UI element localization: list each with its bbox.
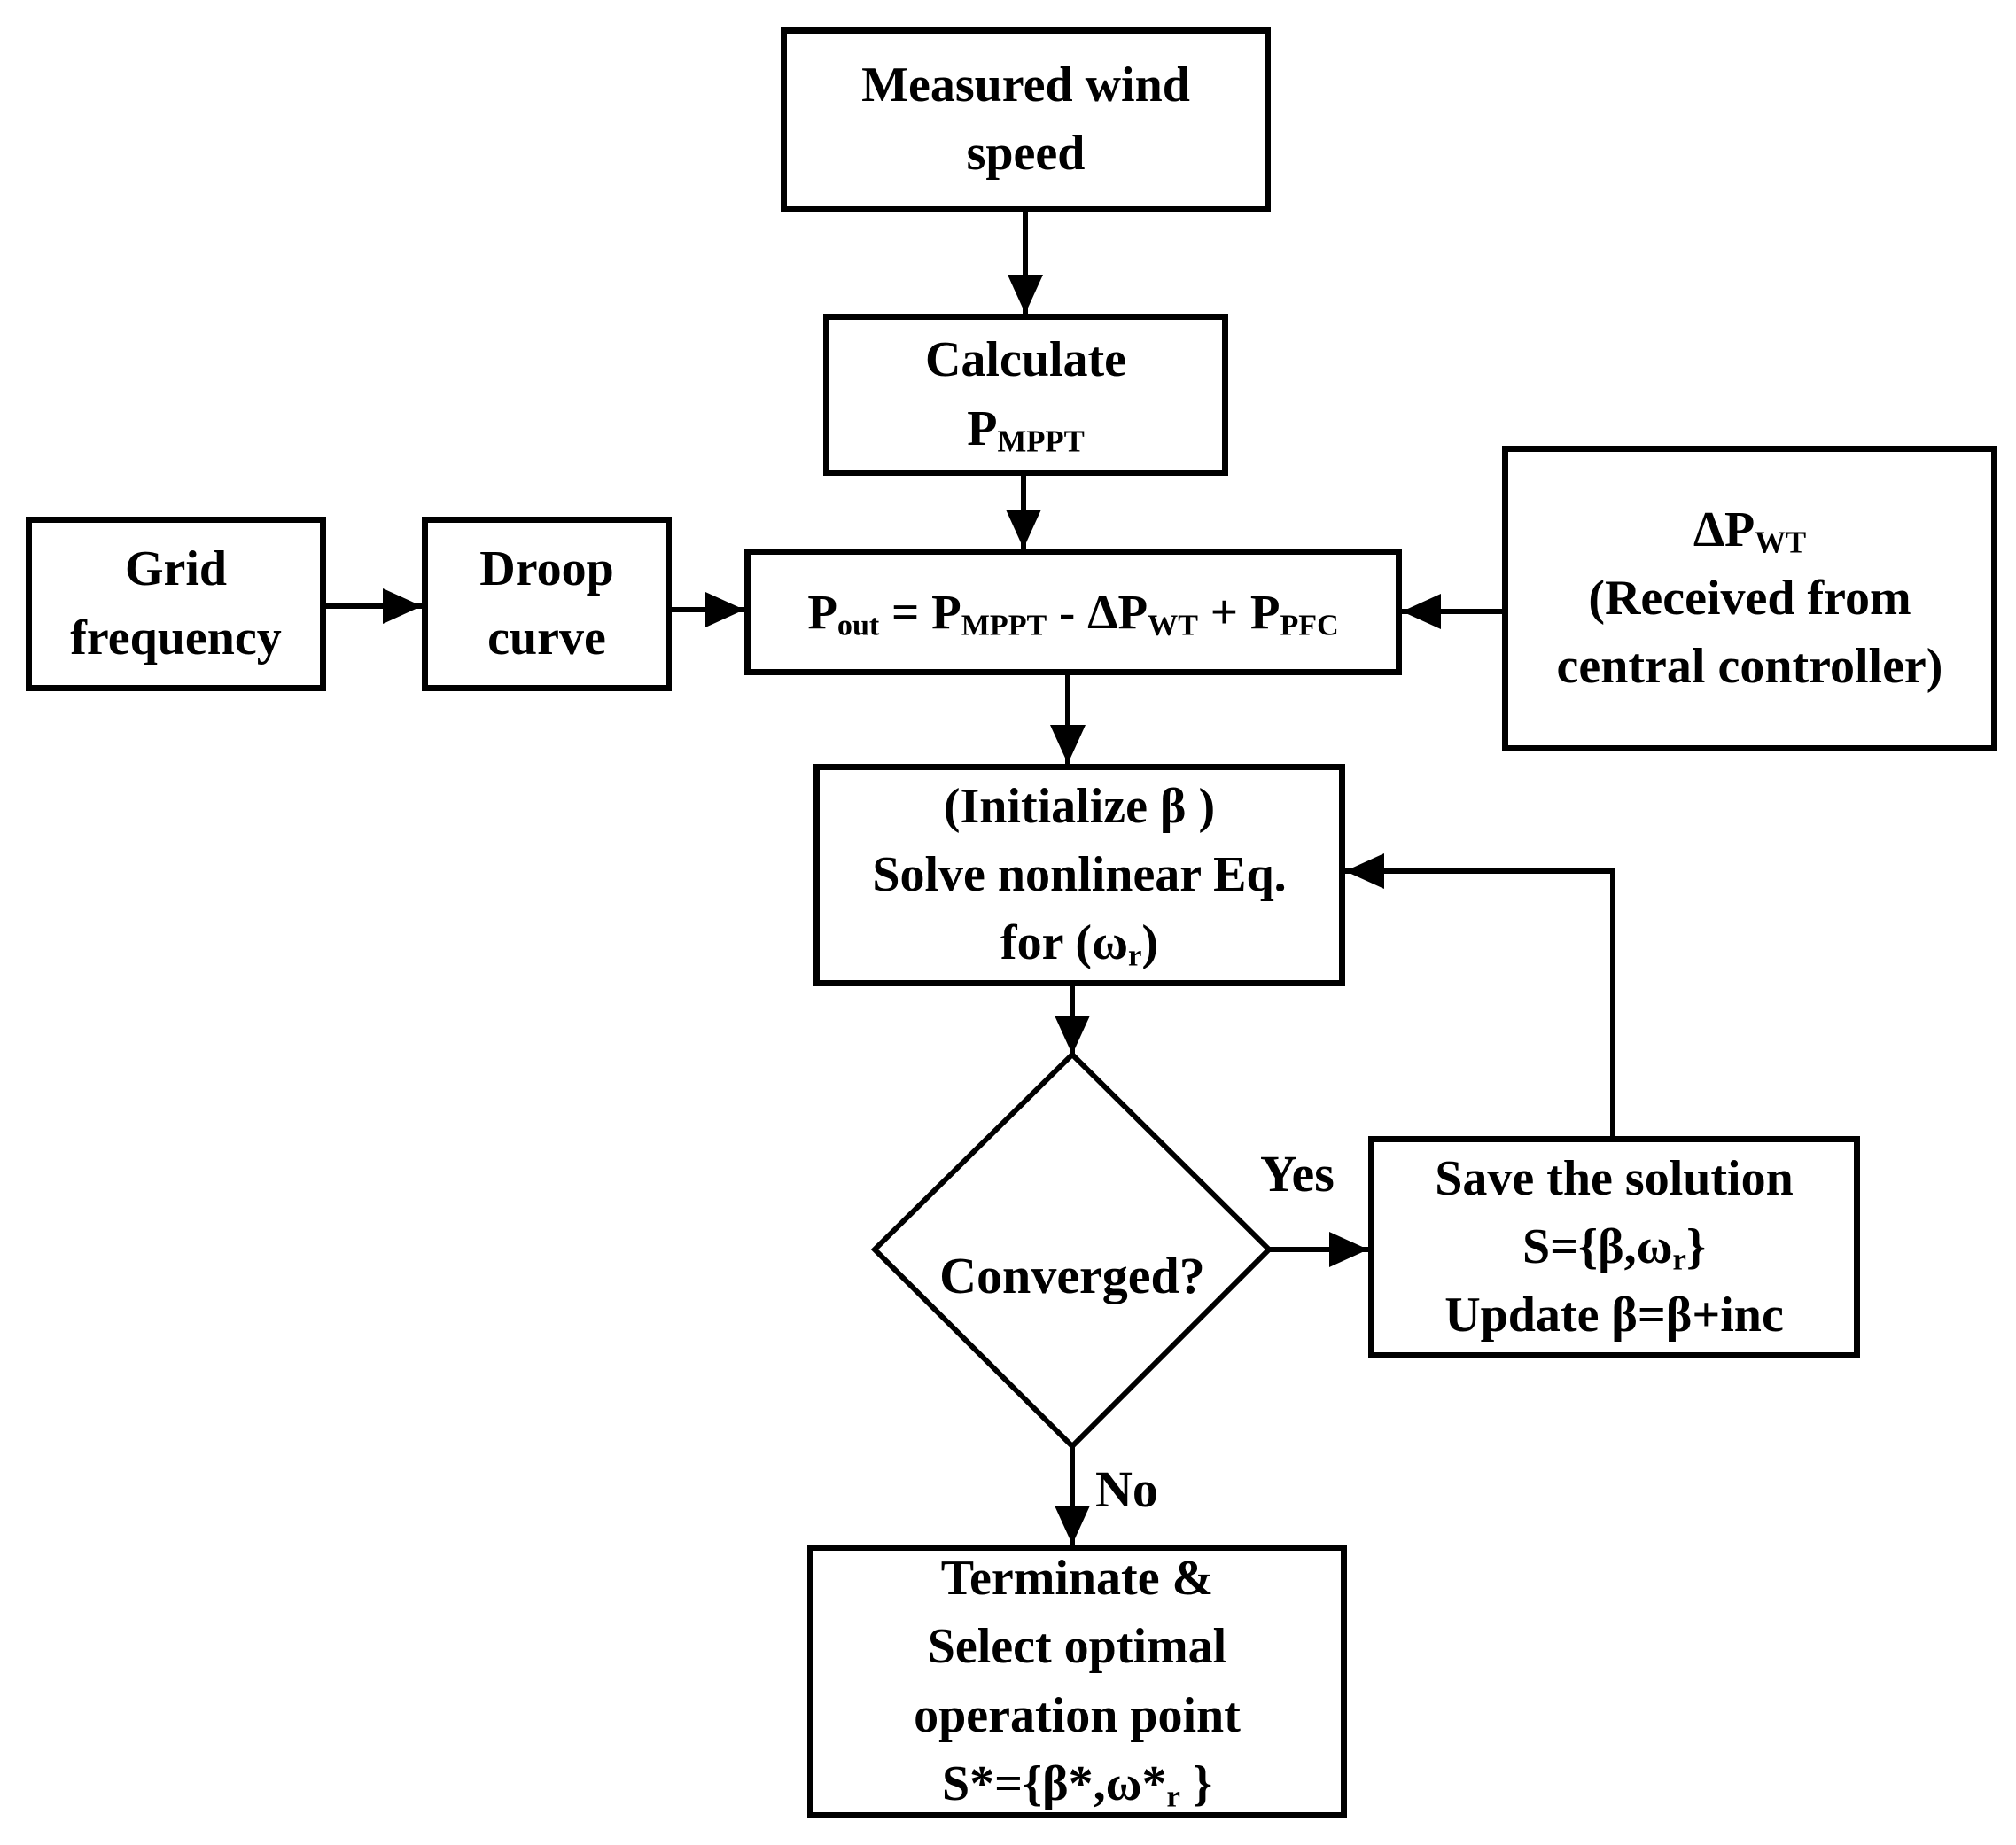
arrowhead-pout-to-solve: [1050, 725, 1086, 764]
box-grid-frequency: Grid frequency: [26, 517, 326, 691]
edge-label-yes: Yes: [1260, 1145, 1335, 1203]
measured-line1: Measured wind: [861, 57, 1190, 113]
converged-label: Converged?: [939, 1247, 1205, 1304]
solve-line3-a: for (ω: [1000, 915, 1128, 971]
pout-p2: P: [931, 584, 961, 639]
arrowhead-dpwt-to-pout: [1402, 594, 1441, 629]
save-line2-sub: r: [1672, 1242, 1686, 1277]
box-terminate: Terminate & Select optimal operation poi…: [807, 1545, 1347, 1818]
solve-line3-b: ): [1141, 915, 1159, 971]
dpwt-line2: (Received from: [1588, 570, 1911, 626]
box-solve-nonlinear: (Initialize β ) Solve nonlinear Eq. for …: [813, 764, 1345, 986]
save-line3: Update β=β+inc: [1444, 1288, 1784, 1343]
solve-line2: Solve nonlinear Eq.: [872, 846, 1287, 902]
box-delta-pwt: ΔPWT (Received from central controller): [1502, 446, 1997, 751]
save-line2: S={β,ωr}: [1522, 1213, 1706, 1281]
pout-p4: P: [1249, 584, 1280, 639]
box-measured-wind-speed: Measured wind speed: [781, 27, 1271, 212]
dpwt-formula-base: ΔP: [1693, 502, 1755, 557]
pout-plus: +: [1197, 584, 1250, 639]
terminate-line4-b: }: [1179, 1755, 1213, 1811]
terminate-line1: Terminate &: [940, 1550, 1214, 1606]
dpwt-line3: central controller): [1556, 639, 1943, 695]
box-pout-equation: Pout = PMPPT - ΔPWT + PPFC: [744, 549, 1402, 675]
box-droop-curve: Droop curve: [422, 517, 672, 691]
arrowhead-yes-to-save: [1329, 1232, 1368, 1267]
pout-minus: -: [1047, 584, 1088, 639]
pout-formula: Pout = PMPPT - ΔPWT + PPFC: [807, 579, 1338, 646]
measured-line2: speed: [966, 126, 1086, 181]
calculate-line1: Calculate: [924, 332, 1127, 388]
calculate-formula: PMPPT: [967, 395, 1085, 463]
dpwt-formula: ΔPWT: [1693, 496, 1806, 564]
droop-line1: Droop: [479, 541, 614, 597]
solve-line1: (Initialize β ): [943, 778, 1216, 834]
arrowhead-measured-to-calculate: [1008, 275, 1043, 314]
solve-line3-sub: r: [1128, 938, 1142, 973]
terminate-line2: Select optimal: [927, 1619, 1227, 1675]
terminate-line4: S*={β*,ω*r }: [942, 1750, 1212, 1818]
terminate-line3: operation point: [914, 1687, 1241, 1743]
droop-line2: curve: [487, 610, 606, 666]
save-line1: Save the solution: [1435, 1150, 1794, 1206]
arrowhead-solve-to-converged: [1055, 1016, 1090, 1055]
pout-p3-sub: WT: [1148, 609, 1198, 642]
terminate-line4-sub: r: [1166, 1779, 1180, 1814]
terminate-line4-a: S*={β*,ω*: [941, 1755, 1167, 1811]
arrow-save-feedback-to-solve: [1345, 868, 1615, 1136]
save-line2-b: }: [1685, 1218, 1707, 1274]
save-line2-a: S={β,ω: [1522, 1218, 1673, 1274]
arrowhead-droop-to-pout: [705, 592, 744, 627]
dpwt-formula-sub: WT: [1755, 525, 1807, 560]
arrowhead-calculate-to-pout: [1006, 510, 1041, 549]
box-calculate-pmppt: Calculate PMPPT: [823, 314, 1228, 476]
solve-line3: for (ωr): [1000, 909, 1158, 977]
pout-p1-sub: out: [837, 609, 880, 642]
edge-label-no: No: [1095, 1460, 1158, 1518]
grid-line2: frequency: [70, 610, 282, 666]
pout-p3: ΔP: [1087, 584, 1148, 639]
pout-p2-sub: MPPT: [961, 609, 1047, 642]
pout-eq: =: [879, 584, 932, 639]
box-save-solution: Save the solution S={β,ωr} Update β=β+in…: [1368, 1136, 1860, 1358]
pout-p1: P: [807, 584, 837, 639]
calculate-formula-base: P: [967, 401, 998, 456]
calculate-formula-sub: MPPT: [997, 424, 1085, 459]
pout-p4-sub: PFC: [1280, 609, 1339, 642]
grid-line1: Grid: [124, 541, 228, 597]
arrowhead-no-to-terminate: [1055, 1506, 1090, 1545]
arrowhead-save-feedback-to-solve: [1345, 853, 1384, 889]
arrowhead-grid-to-droop: [383, 588, 422, 624]
